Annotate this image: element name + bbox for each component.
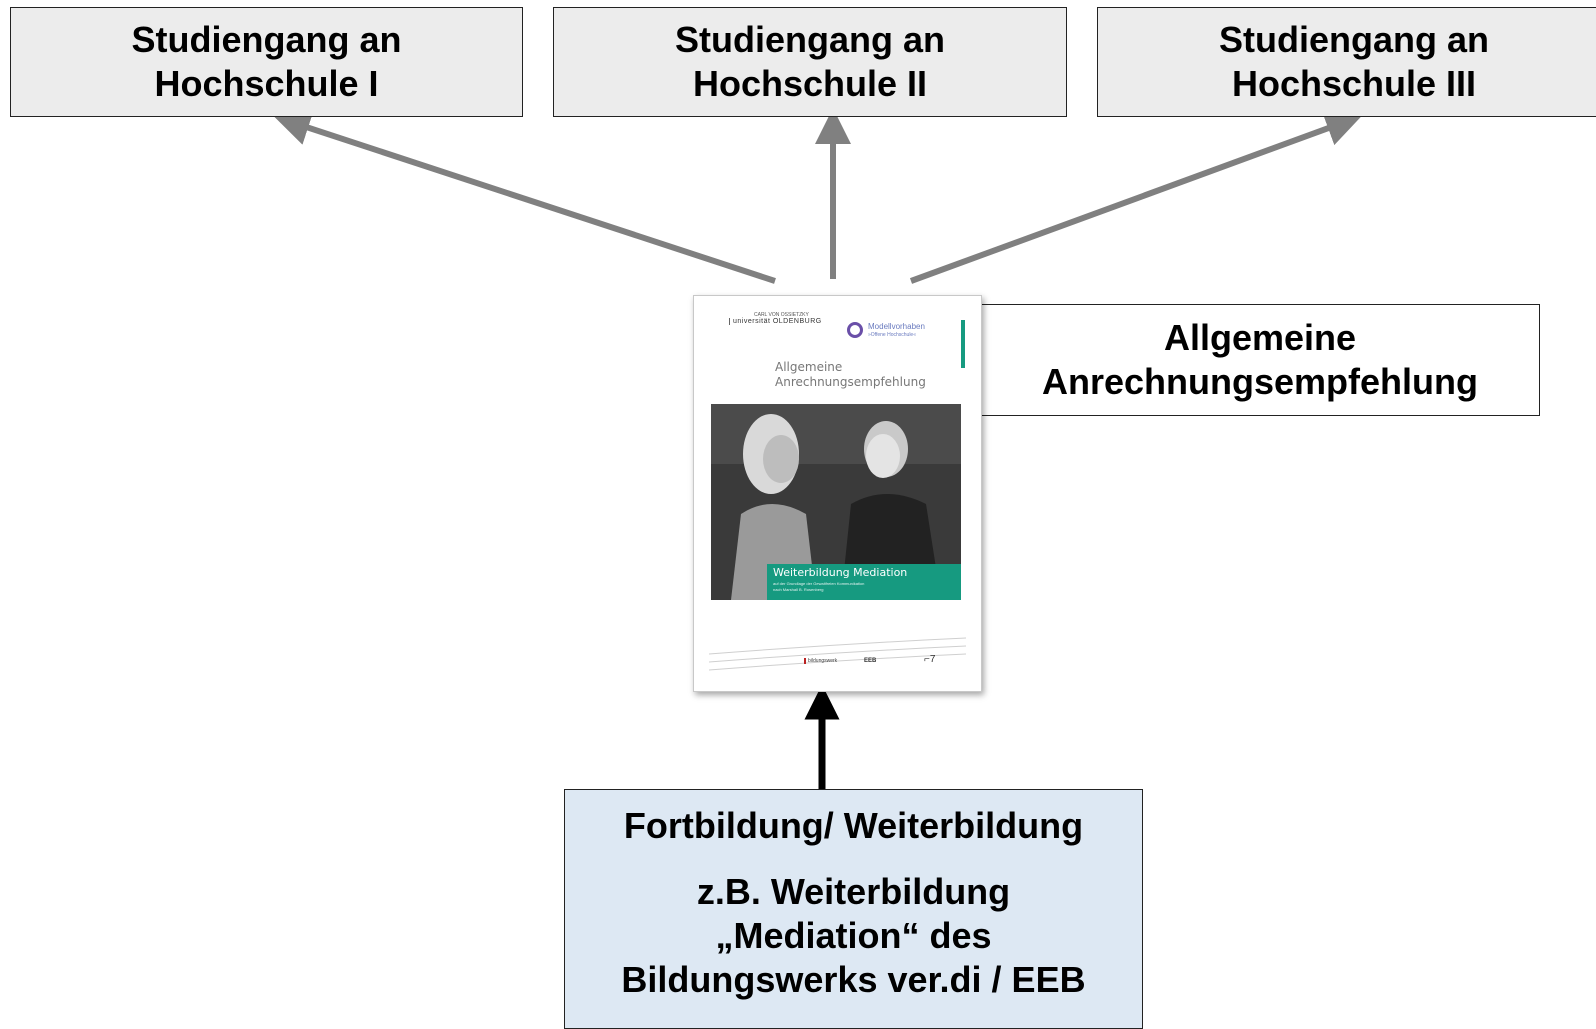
arrow-to-hochschule-1 bbox=[273, 110, 776, 284]
document-cover: CARL VON OSSIETZKY universität OLDENBURG… bbox=[693, 295, 982, 692]
box-training-example-line-3: Bildungswerks ver.di / EEB bbox=[621, 959, 1086, 1000]
box-training-title: Fortbildung/ Weiterbildung bbox=[623, 805, 1084, 846]
cover-university-logo: universität OLDENBURG bbox=[729, 318, 822, 325]
cover-project-logo-line-2: »Offene Hochschule« bbox=[868, 332, 916, 338]
cover-band-subtitle-line-2: nach Marshall B. Rosenberg bbox=[773, 587, 824, 592]
cover-decorative-lines bbox=[709, 637, 966, 671]
box-hochschule-2-line-2: Hochschule II bbox=[692, 63, 928, 104]
cover-project-logo-line-1: Modellvorhaben bbox=[868, 322, 925, 331]
cover-footer-logo-eeb: EEB bbox=[864, 658, 877, 664]
box-hochschule-1: Studiengang an Hochschule I bbox=[10, 7, 523, 117]
box-hochschule-3-line-2: Hochschule III bbox=[1231, 63, 1477, 104]
cover-project-logo-icon bbox=[847, 322, 863, 338]
cover-accent-bar bbox=[961, 320, 965, 368]
cover-title-band: Weiterbildung Mediation auf der Grundlag… bbox=[767, 564, 961, 600]
cover-band-subtitle: auf der Grundlage der Gewaltfreien Kommu… bbox=[773, 581, 864, 593]
cover-title-line-1: Allgemeine bbox=[775, 360, 843, 374]
box-hochschule-3: Studiengang an Hochschule III bbox=[1097, 7, 1596, 117]
cover-project-logo-text: Modellvorhaben »Offene Hochschule« bbox=[868, 322, 925, 340]
box-training-example-line-2: „Mediation“ des bbox=[715, 915, 992, 956]
box-hochschule-1-line-2: Hochschule I bbox=[154, 63, 379, 104]
cover-footer-logo-verdi: ⌐7 bbox=[924, 654, 936, 665]
cover-title: Allgemeine Anrechnungsempfehlung bbox=[775, 360, 926, 390]
box-recommendation: Allgemeine Anrechnungsempfehlung bbox=[980, 304, 1540, 416]
cover-title-line-2: Anrechnungsempfehlung bbox=[775, 375, 926, 389]
box-training: Fortbildung/ Weiterbildung z.B. Weiterbi… bbox=[564, 789, 1143, 1029]
cover-band-title: Weiterbildung Mediation bbox=[773, 566, 908, 579]
box-recommendation-line-2: Anrechnungsempfehlung bbox=[1041, 361, 1478, 402]
cover-photo: Weiterbildung Mediation auf der Grundlag… bbox=[711, 404, 961, 600]
box-hochschule-3-line-1: Studiengang an bbox=[1219, 19, 1489, 60]
box-hochschule-2: Studiengang an Hochschule II bbox=[553, 7, 1067, 117]
cover-band-subtitle-line-1: auf der Grundlage der Gewaltfreien Kommu… bbox=[773, 581, 865, 586]
cover-footer-logo-bildungswerk: bildungswerk bbox=[804, 658, 837, 664]
arrow-to-hochschule-3 bbox=[909, 111, 1362, 284]
box-hochschule-2-line-1: Studiengang an bbox=[675, 19, 945, 60]
box-training-example-line-1: z.B. Weiterbildung bbox=[696, 871, 1011, 912]
box-recommendation-line-1: Allgemeine bbox=[1163, 317, 1357, 358]
box-hochschule-1-line-1: Studiengang an bbox=[131, 19, 402, 60]
cover-university-small-text: CARL VON OSSIETZKY bbox=[754, 312, 809, 318]
